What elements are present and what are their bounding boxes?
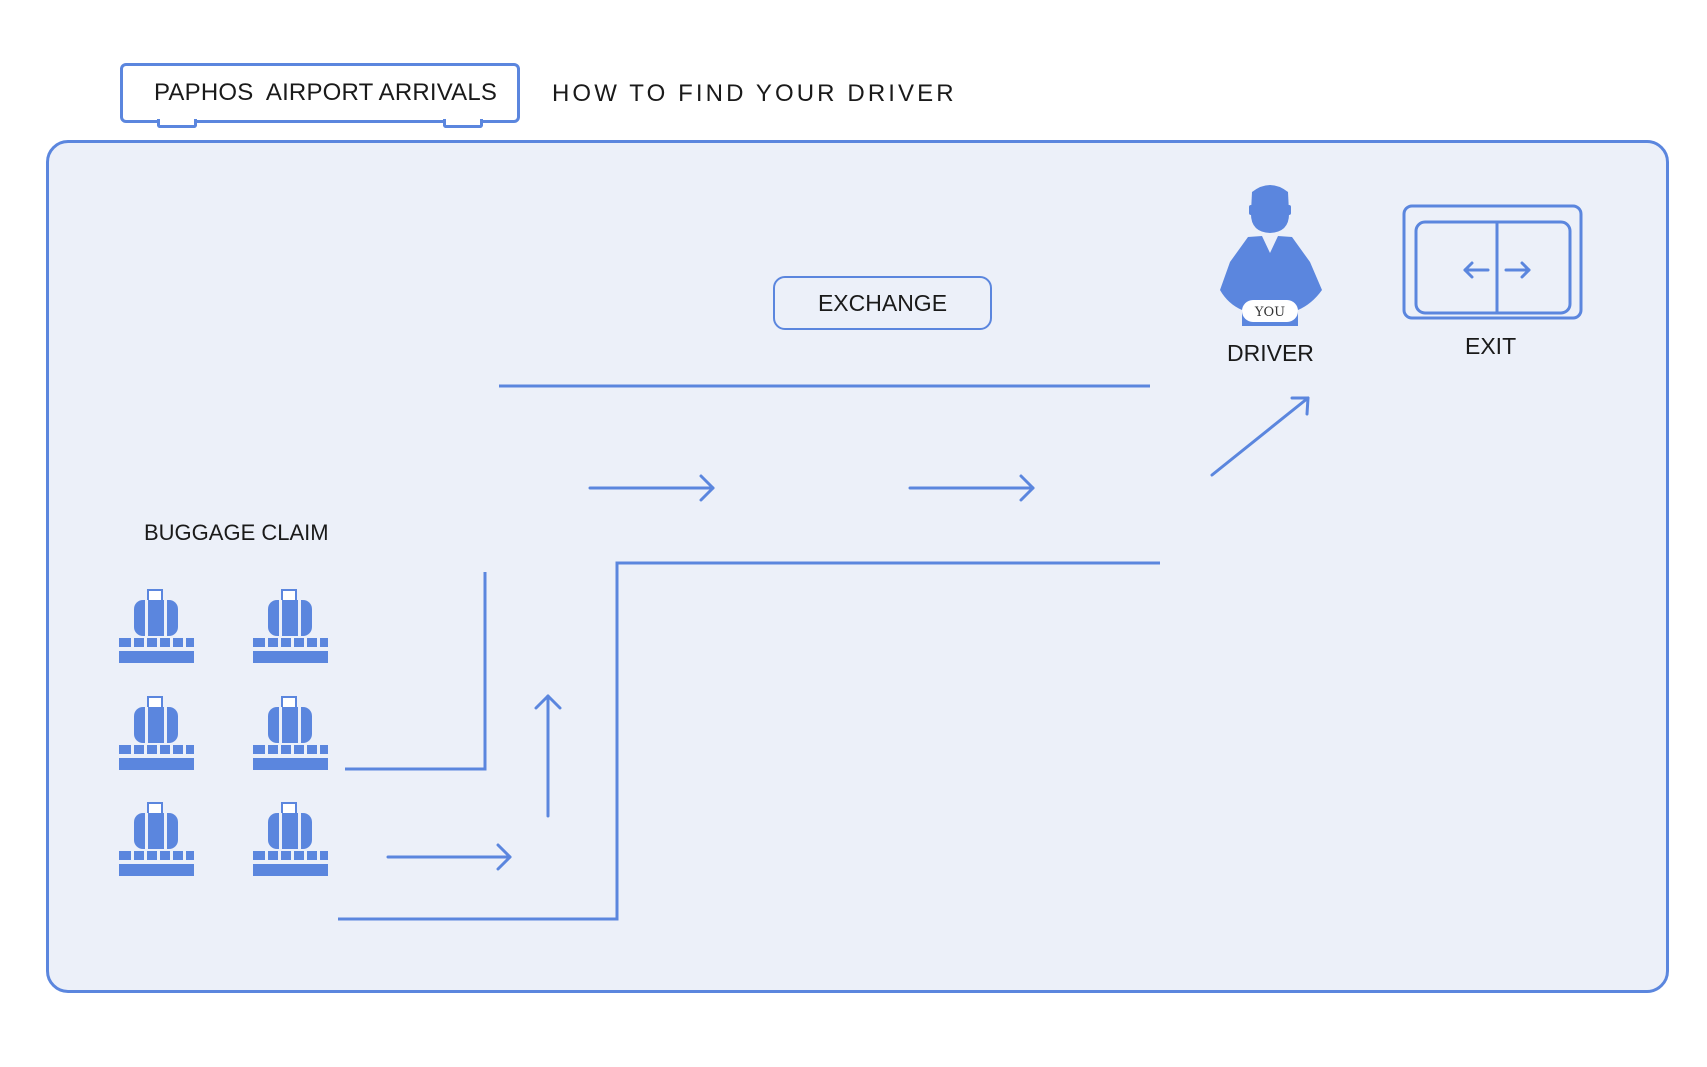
exit-door-icon [1402, 204, 1583, 320]
corridor-walls [338, 384, 1160, 921]
baggage-carousel-icon [252, 589, 329, 664]
exit-label: EXIT [1465, 333, 1517, 359]
person-icon [1220, 185, 1322, 326]
corridor-wall-upper [345, 572, 487, 771]
arrow-icon [534, 694, 562, 818]
title-box-tab-left [157, 119, 197, 128]
baggage-carousel-icon [118, 696, 195, 771]
baggage-claim-label: BUGGAGE CLAIM [144, 520, 329, 545]
exchange-label: EXCHANGE [817, 289, 948, 316]
arrow-icon [908, 474, 1035, 502]
baggage-carousel-icon [118, 802, 195, 877]
baggage-carousel-icon [118, 589, 195, 664]
title-box-tab-right [443, 119, 483, 128]
page-subtitle: HOW TO FIND YOUR DRIVER [552, 80, 957, 107]
driver-label: DRIVER [1227, 340, 1314, 366]
driver-badge: YOU [1254, 305, 1285, 320]
baggage-carousel-icon [252, 802, 329, 877]
title-box: PAPHOS AIRPORT ARRIVALS [120, 63, 520, 128]
baggage-carousel-icon [252, 696, 329, 771]
arrow-icon [1210, 396, 1310, 477]
arrow-icon [588, 474, 715, 502]
page-title: PAPHOS AIRPORT ARRIVALS [154, 79, 498, 106]
exchange-booth: EXCHANGE [773, 276, 992, 330]
arrow-icon [386, 843, 512, 871]
corridor-wall-lower [338, 561, 1160, 921]
